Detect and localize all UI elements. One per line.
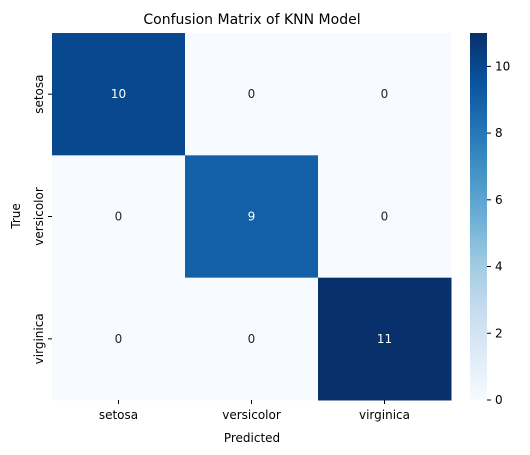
x-tick-label: setosa (99, 408, 138, 422)
heatmap-cell (52, 33, 186, 156)
heatmap-cell (185, 33, 319, 156)
y-tick-label: virginica (32, 313, 46, 364)
cell-value: 0 (381, 210, 389, 224)
cell-value: 11 (377, 332, 392, 346)
colorbar-tick-label: 6 (495, 193, 503, 207)
y-axis-ticks: setosa versicolor virginica (32, 75, 52, 364)
heatmap-cell (185, 277, 319, 401)
x-tick-label: virginica (359, 408, 410, 422)
x-tick-label: versicolor (222, 408, 281, 422)
colorbar-tick-label: 10 (495, 59, 510, 73)
heatmap-cell (318, 277, 452, 401)
colorbar-tick-label: 8 (495, 126, 503, 140)
colorbar-tick-label: 2 (495, 326, 503, 340)
heatmap-cell (318, 33, 452, 156)
cell-value: 0 (381, 87, 389, 101)
chart-title: Confusion Matrix of KNN Model (143, 12, 360, 28)
colorbar-ticks: 0 2 4 6 8 10 (487, 59, 510, 407)
heatmap-cell (52, 155, 186, 279)
cell-value: 0 (115, 332, 123, 346)
heatmap-cell (318, 155, 452, 279)
heatmap-cell (52, 277, 186, 401)
y-tick-label: setosa (32, 75, 46, 114)
cell-annotations: 10 0 0 0 9 0 0 0 11 (111, 87, 392, 346)
cell-value: 10 (111, 87, 126, 101)
cell-value: 9 (248, 210, 256, 224)
x-axis-label: Predicted (224, 431, 280, 445)
x-axis-ticks: setosa versicolor virginica (99, 400, 410, 422)
colorbar-tick-label: 4 (495, 260, 503, 274)
y-tick-label: versicolor (32, 187, 46, 246)
colorbar (470, 33, 487, 400)
cell-value: 0 (248, 87, 256, 101)
heatmap-cell (185, 155, 319, 279)
y-axis-label: True (9, 203, 23, 230)
colorbar-tick-label: 0 (495, 393, 503, 407)
heatmap-cells (52, 33, 452, 401)
cell-value: 0 (248, 332, 256, 346)
cell-value: 0 (115, 210, 123, 224)
